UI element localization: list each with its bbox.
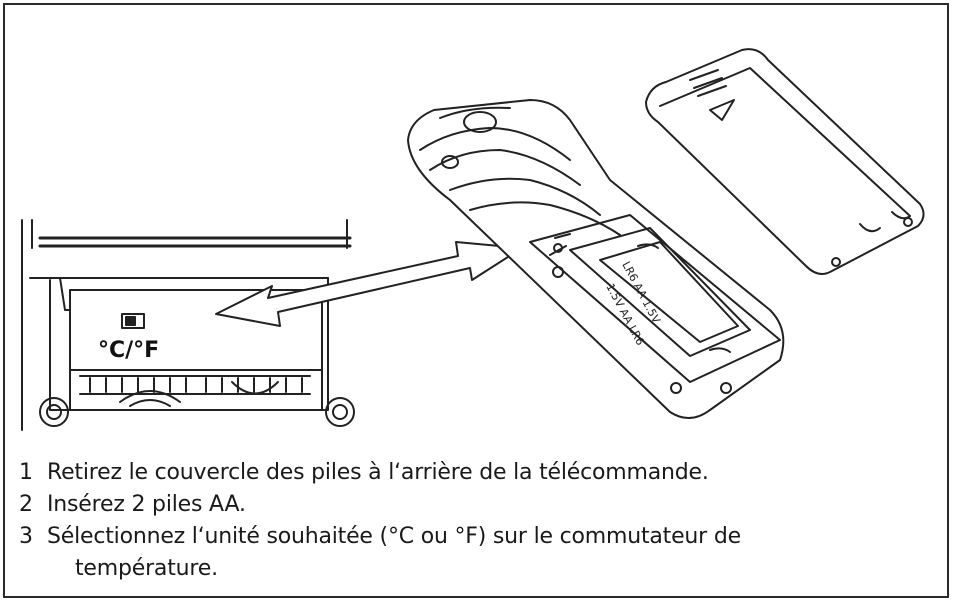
step-number: 3 (19, 524, 33, 549)
double-arrow-icon (215, 241, 523, 327)
battery-cover (645, 48, 925, 275)
step-text: Sélectionnez l‘unité souhaitée (°C ou °F… (47, 524, 741, 549)
remote-control-body: LR6 AA 1.5V 1.5V AA LR6 (407, 99, 785, 419)
step-text: Retirez le couvercle des piles à l‘arriè… (47, 460, 709, 485)
step-number: 1 (19, 460, 33, 485)
battery-installation-illustration: °C/°F LR6 AA 1.5V 1.5 (21, 48, 925, 431)
step-2: 2 Insérez 2 piles AA. (19, 489, 919, 521)
switch-label: °C/°F (98, 338, 159, 363)
switch-detail-view (21, 219, 355, 431)
step-1: 1 Retirez le couvercle des piles à l‘arr… (19, 457, 919, 489)
step-3: 3 Sélectionnez l‘unité souhaitée (°C ou … (19, 521, 919, 553)
step-3-continuation: température. (75, 556, 218, 581)
cover-slide-arrow-icon (709, 99, 735, 121)
instruction-steps: 1 Retirez le couvercle des piles à l‘arr… (19, 457, 919, 585)
instruction-frame: °C/°F LR6 AA 1.5V 1.5 (3, 3, 949, 598)
temperature-unit-switch-icon (121, 313, 145, 329)
step-text: Insérez 2 piles AA. (47, 492, 246, 517)
step-number: 2 (19, 492, 33, 517)
